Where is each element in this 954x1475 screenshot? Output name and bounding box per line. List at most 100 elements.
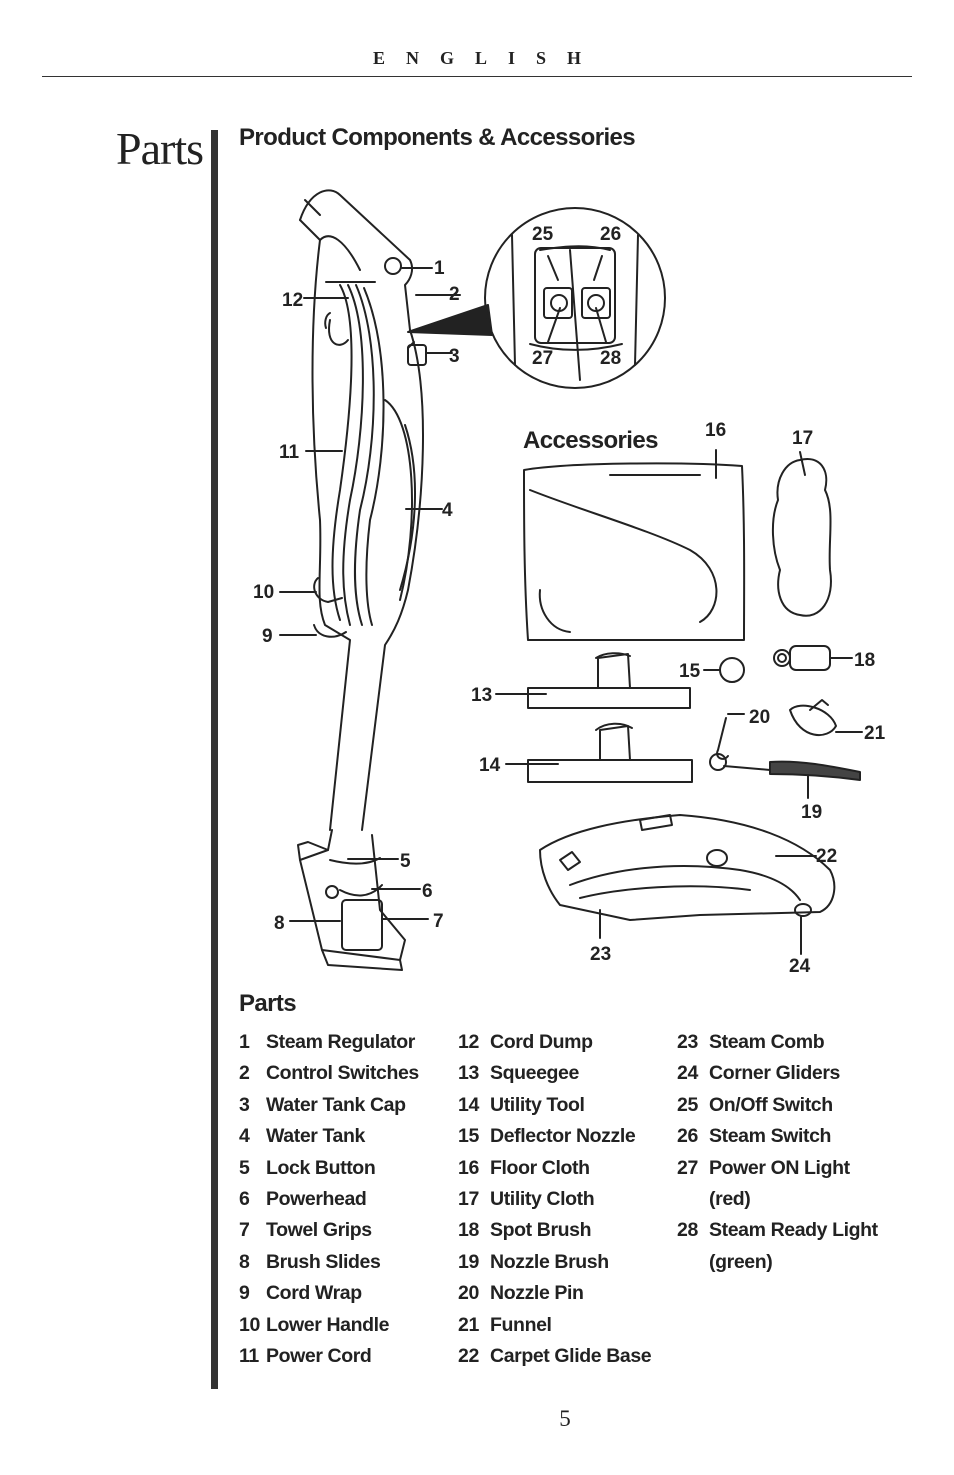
part-name: Nozzle Brush: [490, 1250, 609, 1273]
part-number: 13: [458, 1062, 479, 1085]
funnel-illustration: [789, 699, 837, 736]
part-number: 27: [677, 1156, 698, 1179]
part-number: 14: [458, 1093, 479, 1116]
part-name: Steam Switch: [709, 1125, 832, 1148]
part-number: 28: [677, 1219, 698, 1242]
part-name: Lock Button: [266, 1156, 376, 1179]
part-name: Water Tank: [266, 1125, 365, 1148]
label-17: 17: [792, 428, 813, 449]
part-number: 10: [239, 1313, 260, 1336]
part-name: Steam Ready Light: [709, 1219, 878, 1242]
part-item: 24 Corner Gliders: [677, 1058, 878, 1089]
steam-mop-illustration: [297, 189, 427, 971]
part-name: Powerhead: [266, 1187, 367, 1210]
label-16: 16: [705, 420, 726, 441]
part-item: 26 Steam Switch: [677, 1121, 878, 1152]
part-item: 10 Lower Handle: [239, 1310, 419, 1341]
part-name: Deflector Nozzle: [490, 1125, 636, 1148]
part-name: Brush Slides: [266, 1250, 381, 1273]
utility-tool-illustration: [527, 722, 693, 783]
part-name: Spot Brush: [490, 1219, 592, 1242]
part-name: Cord Dump: [490, 1031, 593, 1053]
part-number: 16: [458, 1156, 479, 1179]
part-item: 28 Steam Ready Light: [677, 1215, 878, 1246]
part-name: Corner Gliders: [709, 1062, 840, 1085]
part-name: Floor Cloth: [490, 1156, 590, 1179]
part-name: Power Cord: [266, 1344, 372, 1367]
label-4: 4: [442, 500, 453, 521]
part-number: 19: [458, 1250, 479, 1273]
label-6: 6: [422, 881, 433, 902]
part-item: 16 Floor Cloth: [458, 1153, 651, 1184]
label-25: 25: [532, 224, 554, 245]
part-name: Lower Handle: [266, 1313, 390, 1336]
part-name: Squeegee: [490, 1062, 579, 1085]
label-24: 24: [789, 956, 811, 977]
part-name: (green): [709, 1250, 773, 1273]
part-name: (red): [709, 1187, 751, 1210]
label-1: 1: [434, 258, 445, 279]
part-number: 1: [239, 1031, 250, 1053]
part-item: 21 Funnel: [458, 1310, 651, 1341]
part-number: 22: [458, 1344, 479, 1367]
parts-diagram: 1 2 3 4 5 6 7 8 9 10 11 12 13 14 15 16 1…: [230, 170, 910, 990]
label-28: 28: [600, 348, 621, 369]
side-bar: [211, 130, 218, 1389]
nozzle-pin-illustration: [716, 717, 729, 760]
floor-cloth-illustration: [523, 462, 746, 641]
label-13: 13: [471, 685, 492, 706]
part-number: 26: [677, 1125, 698, 1148]
accessories-heading: Accessories: [523, 427, 658, 454]
part-number: 8: [239, 1250, 250, 1273]
label-27: 27: [532, 348, 553, 369]
part-number: 9: [239, 1282, 250, 1305]
label-26: 26: [600, 224, 621, 245]
label-19: 19: [801, 802, 822, 823]
label-3: 3: [449, 346, 460, 367]
part-name: Nozzle Pin: [490, 1282, 584, 1305]
part-item: 14 Utility Tool: [458, 1090, 651, 1121]
part-name: Carpet Glide Base: [490, 1344, 652, 1367]
part-number: 20: [458, 1282, 479, 1305]
parts-column-2: 12 Cord Dump 13 Squeegee 14 Utility Tool…: [458, 1027, 652, 1372]
part-number: 3: [239, 1093, 250, 1116]
header-language: ENGLISH: [372, 48, 603, 68]
squeegee-illustration: [527, 652, 691, 709]
part-number: 18: [458, 1219, 479, 1242]
label-11: 11: [279, 442, 300, 463]
part-item: 19 Nozzle Brush: [458, 1247, 651, 1278]
label-7: 7: [433, 911, 444, 932]
part-item: 25 On/Off Switch: [677, 1090, 878, 1121]
label-2: 2: [449, 284, 460, 305]
label-18: 18: [854, 650, 875, 671]
part-item: 6 Powerhead: [239, 1184, 419, 1215]
part-number: 12: [458, 1031, 479, 1053]
part-item: 18 Spot Brush: [458, 1215, 651, 1246]
part-name: Funnel: [490, 1313, 552, 1336]
part-item: 17 Utility Cloth: [458, 1184, 651, 1215]
part-item: 13 Squeegee: [458, 1058, 651, 1089]
part-item: 15 Deflector Nozzle: [458, 1121, 651, 1152]
header-divider: [42, 76, 912, 77]
control-panel-detail: [511, 234, 639, 381]
part-name: On/Off Switch: [709, 1093, 833, 1116]
page-number: 5: [559, 1406, 571, 1431]
label-9: 9: [262, 626, 273, 647]
label-22: 22: [816, 846, 837, 867]
part-number: 2: [239, 1062, 250, 1085]
part-number: 6: [239, 1187, 250, 1210]
components-heading: Product Components & Accessories: [239, 124, 636, 151]
parts-column-3: 23 Steam Comb 24 Corner Gliders 25 On/Of…: [677, 1027, 878, 1278]
part-name: Utility Cloth: [490, 1187, 595, 1210]
part-name: Steam Comb: [709, 1031, 825, 1053]
label-15: 15: [679, 661, 701, 682]
